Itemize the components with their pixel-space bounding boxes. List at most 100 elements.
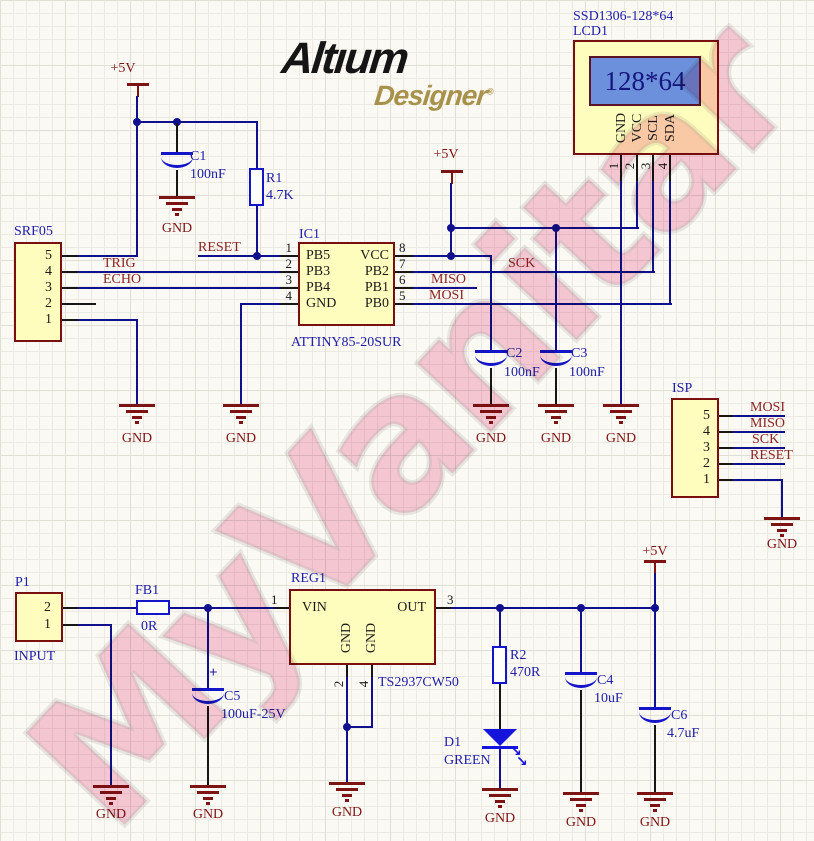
isp-pin-number: 3 — [703, 440, 710, 455]
lcd-pin-name: SCL — [646, 115, 661, 141]
pin-lead — [490, 368, 492, 404]
c1-ref: C1 — [190, 149, 207, 164]
ic1-designator: IC1 — [299, 227, 320, 242]
reg1-part: TS2937CW50 — [378, 675, 459, 690]
gnd-symbol — [563, 792, 599, 813]
pin-lead — [719, 431, 733, 433]
plus5v-symbol — [644, 560, 666, 574]
capacitor-symbol-c6 — [639, 707, 671, 724]
gnd-symbol — [764, 517, 800, 538]
pin-lead — [580, 690, 582, 792]
reg1-designator: REG1 — [291, 571, 326, 586]
junction-dot — [447, 252, 455, 260]
isp-pin-number: 4 — [703, 424, 710, 439]
gnd-symbol — [223, 404, 259, 425]
wire — [733, 447, 785, 449]
isp-pin-number: 5 — [703, 408, 710, 423]
c4-value: 10uF — [594, 691, 623, 706]
gnd-label: GND — [475, 431, 507, 446]
pin-lead — [719, 463, 733, 465]
ic1-pin-name: GND — [306, 296, 337, 311]
pin-lead — [207, 706, 209, 785]
wire — [78, 607, 136, 609]
pin-lead — [63, 607, 78, 609]
pin-lead — [280, 287, 298, 289]
lcd-screen: 128*64 — [589, 56, 701, 106]
ic1-pin-number: 7 — [399, 256, 406, 271]
reg1-pin-number: 4 — [355, 680, 371, 688]
wire — [652, 155, 654, 273]
wire — [451, 607, 656, 609]
wire — [733, 431, 785, 433]
power-label-5v: +5V — [433, 147, 459, 162]
pin-lead — [719, 479, 733, 481]
srf05-designator: SRF05 — [14, 224, 53, 239]
lcd-pin-number: 1 — [605, 162, 621, 170]
ic1-pin-number: 8 — [399, 240, 406, 255]
registered-mark: ® — [486, 86, 493, 97]
resistor-symbol-r2 — [492, 646, 507, 684]
pin-lead — [176, 170, 178, 196]
capacitor-symbol-c2 — [475, 350, 507, 367]
junction-dot — [253, 252, 261, 260]
gnd-symbol — [482, 788, 518, 809]
isp-body — [671, 398, 719, 498]
wire — [78, 319, 138, 321]
net-label-sck: SCK — [752, 432, 780, 447]
net-label-miso: MISO — [431, 272, 467, 287]
pin-lead — [371, 665, 373, 677]
junction-dot — [552, 224, 560, 232]
lcd-pin-number: 4 — [654, 162, 670, 170]
led-light-arrow: ↘ — [516, 754, 528, 770]
wire — [669, 155, 671, 305]
wire — [733, 479, 783, 481]
c6-value: 4.7uF — [667, 726, 700, 741]
ic1-pin-name: PB0 — [364, 296, 389, 311]
pin-lead — [280, 271, 298, 273]
gnd-label: GND — [331, 805, 363, 820]
lcd-designator: LCD1 — [573, 24, 608, 39]
pin-lead — [62, 271, 78, 273]
pin-lead — [395, 271, 413, 273]
isp-pin-number: 2 — [703, 456, 710, 471]
reg1-pin-name-out: OUT — [397, 600, 426, 615]
gnd-symbol — [119, 404, 155, 425]
pin-lead — [395, 255, 413, 257]
pin-lead — [62, 255, 78, 257]
pin-lead — [274, 607, 289, 609]
led-light-arrow: ↘ — [510, 744, 522, 760]
wire — [170, 607, 210, 609]
led-cathode-bar — [482, 746, 518, 749]
isp-designator: ISP — [672, 381, 693, 396]
pin-lead — [719, 415, 733, 417]
ic1-pin-number: 6 — [399, 272, 406, 287]
wire — [413, 271, 655, 273]
srf05-pin-number: 3 — [45, 280, 52, 295]
reg1-pin-number: 1 — [271, 592, 278, 607]
net-label-reset: RESET — [198, 240, 241, 255]
wire — [210, 607, 290, 609]
d1-ref: D1 — [444, 735, 462, 750]
ic1-pin-number: 1 — [285, 240, 293, 255]
wire — [78, 255, 138, 257]
wire — [413, 287, 477, 289]
gnd-label: GND — [605, 431, 637, 446]
ic1-pin-name: VCC — [360, 248, 389, 263]
led-symbol-d1 — [483, 729, 517, 746]
p1-pin-number: 1 — [44, 617, 51, 632]
reg1-pin-number: 2 — [330, 680, 346, 688]
gnd-label: GND — [192, 807, 224, 822]
c5-plus: + — [209, 665, 218, 681]
p1-designator: P1 — [15, 575, 30, 590]
wire — [256, 206, 258, 257]
gnd-label: GND — [95, 807, 127, 822]
r2-value: 470R — [510, 665, 541, 680]
net-label-reset: RESET — [750, 448, 793, 463]
c3-value: 100nF — [569, 365, 605, 380]
gnd-label: GND — [225, 431, 257, 446]
net-label-trig: TRIG — [103, 256, 136, 271]
wire — [136, 321, 138, 404]
junction-dot — [204, 604, 212, 612]
wire — [346, 728, 348, 782]
gnd-symbol — [159, 196, 195, 217]
